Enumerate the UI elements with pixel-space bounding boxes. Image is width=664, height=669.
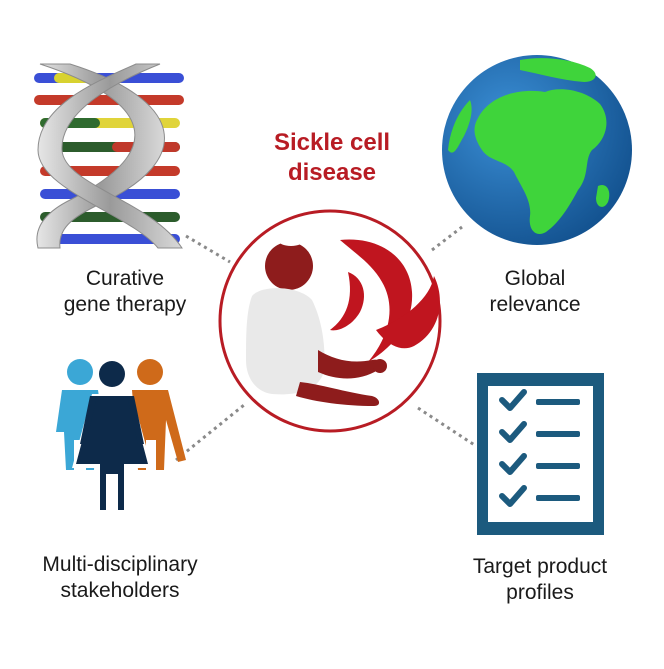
connector-globe bbox=[431, 225, 463, 252]
connector-dna bbox=[185, 234, 231, 264]
label-target-line1: Target product bbox=[472, 555, 608, 578]
center-title-line1: Sickle cell bbox=[273, 129, 391, 156]
label-multi-disciplinary-stakeholders: Multi-disciplinary stakeholders bbox=[20, 552, 220, 604]
center-title: Sickle cell disease bbox=[232, 128, 432, 188]
dna-double-helix-icon bbox=[34, 63, 184, 249]
label-global-line2: relevance bbox=[489, 293, 581, 316]
label-curative-gene-therapy: Curative gene therapy bbox=[40, 266, 210, 318]
child-with-sickle-cells-icon bbox=[246, 233, 440, 406]
center-node bbox=[218, 209, 442, 433]
globe-icon bbox=[442, 55, 632, 245]
label-target-line2: profiles bbox=[506, 581, 574, 604]
connector-checklist bbox=[417, 406, 477, 448]
label-global-line1: Global bbox=[504, 267, 566, 290]
label-stakeholders-line2: stakeholders bbox=[60, 579, 180, 602]
label-global-relevance: Global relevance bbox=[465, 266, 605, 318]
label-curative-line2: gene therapy bbox=[63, 293, 187, 316]
checklist-icon bbox=[477, 373, 604, 535]
people-group-icon bbox=[56, 359, 186, 512]
label-stakeholders-line1: Multi-disciplinary bbox=[42, 553, 198, 576]
connector-people bbox=[175, 403, 245, 462]
center-title-line2: disease bbox=[287, 159, 377, 186]
label-curative-line1: Curative bbox=[85, 267, 165, 290]
label-target-product-profiles: Target product profiles bbox=[450, 554, 630, 606]
